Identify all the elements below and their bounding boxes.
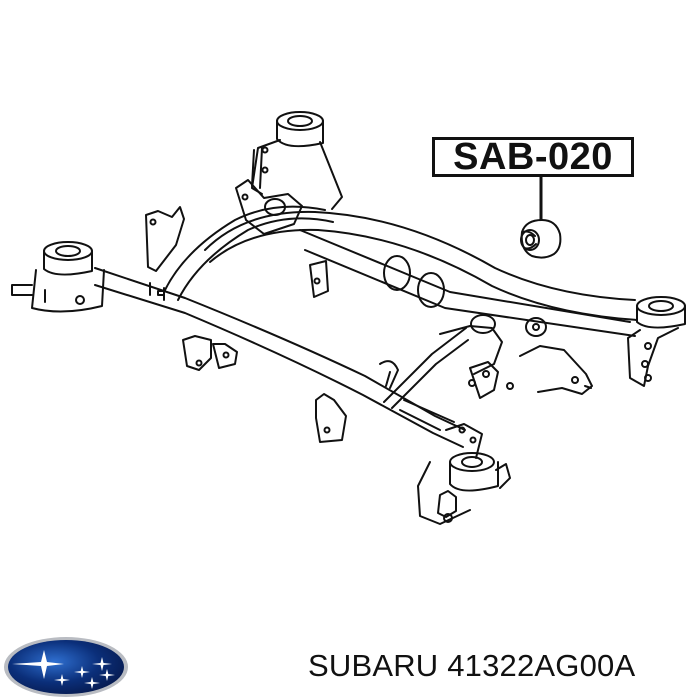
subaru-logo: [4, 637, 128, 697]
beam-hole-1: [383, 255, 411, 291]
rear-beam-bottom: [209, 228, 638, 321]
beam-hole-2: [417, 272, 445, 308]
lower-bracket-2: [315, 393, 347, 443]
right-front-mount: [417, 423, 511, 525]
upper-left-mount: [251, 111, 343, 210]
rear-beam-top: [204, 210, 636, 301]
right-rear-mount: [627, 296, 686, 387]
part-caption: SUBARU 41322AG00A: [308, 648, 636, 683]
part-number-callout: SAB-020: [432, 137, 634, 177]
left-bracket: [145, 179, 303, 272]
bushing-icon: [520, 219, 562, 259]
star-cluster-icon: [12, 650, 115, 689]
lower-bracket-1: [182, 335, 212, 371]
front-beam-top: [94, 267, 466, 431]
subframe-diagram: [11, 111, 686, 525]
front-left-mount: [11, 241, 105, 313]
